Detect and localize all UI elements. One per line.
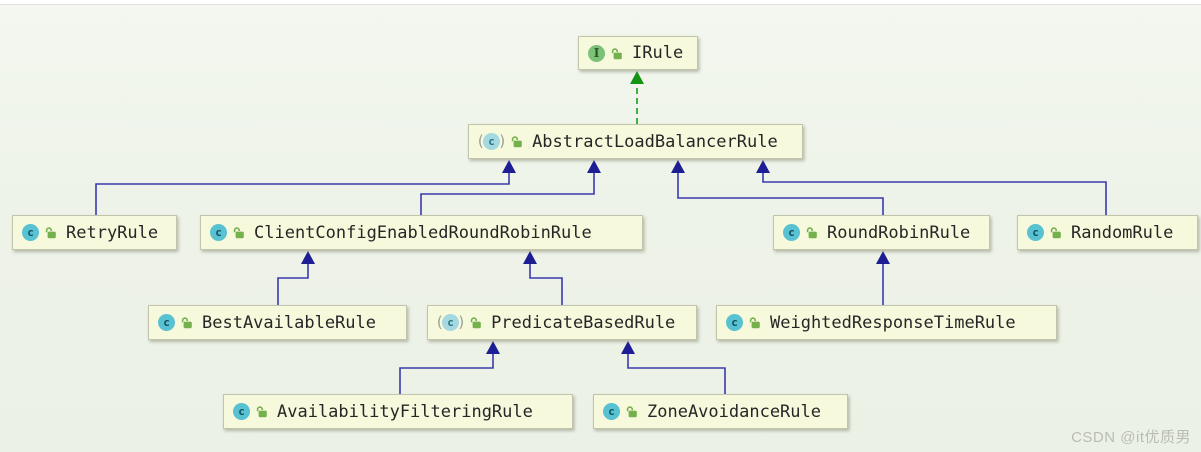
abstract-class-icon: (c) (435, 313, 467, 331)
extends-arrowhead-RandomRule (756, 160, 770, 173)
class-node-PredicateBasedRule[interactable]: (c) PredicateBasedRule (427, 305, 697, 340)
lock-icon (511, 136, 522, 148)
class-node-AbstractLoadBalancerRule[interactable]: (c) AbstractLoadBalancerRule (468, 124, 803, 159)
lock-icon (181, 317, 192, 329)
diagram-canvas: I IRule (c) AbstractLoadBalancerRule c Ret… (0, 4, 1201, 452)
lock-icon (611, 47, 622, 59)
lock-icon (626, 406, 637, 418)
extends-edge-RoundRobinRule (677, 172, 884, 215)
class-name-label: IRule (632, 43, 684, 63)
extends-arrowhead-PredicateBasedRule (523, 251, 537, 264)
extends-edge-ZoneAvoidanceRule (627, 353, 726, 394)
extends-edge-PredicateBasedRule (529, 263, 563, 305)
extends-arrowhead-WeightedResponseTimeRule (876, 251, 890, 264)
class-name-label: WeightedResponseTimeRule (770, 312, 1016, 333)
class-icon: c (210, 224, 227, 241)
extends-edge-ClientConfigEnabledRoundRobinRule (420, 172, 595, 215)
class-name-label: AbstractLoadBalancerRule (532, 131, 778, 152)
extends-edge-RetryRule (95, 172, 510, 215)
extends-edge-RandomRule (762, 172, 1107, 215)
class-node-AvailabilityFilteringRule[interactable]: c AvailabilityFilteringRule (223, 394, 573, 429)
extends-arrowhead-ZoneAvoidanceRule (621, 341, 635, 354)
extends-arrowhead-AvailabilityFilteringRule (486, 341, 500, 354)
class-node-IRule[interactable]: I IRule (578, 36, 698, 70)
lock-icon (470, 317, 481, 329)
implements-arrowhead-AbstractLoadBalancerRule (630, 71, 644, 84)
class-name-label: PredicateBasedRule (491, 312, 676, 333)
class-node-ClientConfigEnabledRoundRobinRule[interactable]: c ClientConfigEnabledRoundRobinRule (200, 215, 643, 250)
class-name-label: AvailabilityFilteringRule (277, 401, 533, 422)
class-name-label: RandomRule (1071, 222, 1174, 243)
class-icon: c (22, 224, 39, 241)
watermark: CSDN @it优质男 (1071, 429, 1191, 446)
extends-edge-BestAvailableRule (277, 263, 309, 305)
lock-icon (233, 227, 244, 239)
class-icon: c (233, 403, 250, 420)
extends-arrowhead-BestAvailableRule (301, 251, 315, 264)
extends-arrowhead-ClientConfigEnabledRoundRobinRule (587, 160, 601, 173)
class-node-RetryRule[interactable]: c RetryRule (12, 215, 177, 250)
class-icon: c (783, 224, 800, 241)
class-name-label: ZoneAvoidanceRule (647, 401, 821, 422)
class-name-label: ClientConfigEnabledRoundRobinRule (254, 222, 592, 243)
class-icon: c (726, 314, 743, 331)
lock-icon (1050, 227, 1061, 239)
class-name-label: BestAvailableRule (202, 312, 376, 333)
class-icon: c (158, 314, 175, 331)
lock-icon (749, 317, 760, 329)
abstract-class-icon: (c) (476, 132, 508, 150)
extends-edge-AvailabilityFilteringRule (399, 353, 494, 394)
class-node-WeightedResponseTimeRule[interactable]: c WeightedResponseTimeRule (716, 305, 1057, 340)
class-node-BestAvailableRule[interactable]: c BestAvailableRule (148, 305, 407, 340)
class-name-label: RetryRule (66, 222, 159, 243)
extends-arrowhead-RetryRule (502, 160, 516, 173)
lock-icon (806, 227, 817, 239)
class-icon: c (1027, 224, 1044, 241)
lock-icon (256, 406, 267, 418)
lock-icon (45, 227, 56, 239)
interface-icon: I (588, 44, 605, 62)
class-node-RandomRule[interactable]: c RandomRule (1017, 215, 1198, 250)
class-node-ZoneAvoidanceRule[interactable]: c ZoneAvoidanceRule (593, 394, 848, 429)
extends-arrowhead-RoundRobinRule (671, 160, 685, 173)
class-icon: c (603, 403, 620, 420)
class-name-label: RoundRobinRule (827, 222, 971, 243)
class-node-RoundRobinRule[interactable]: c RoundRobinRule (773, 215, 990, 250)
